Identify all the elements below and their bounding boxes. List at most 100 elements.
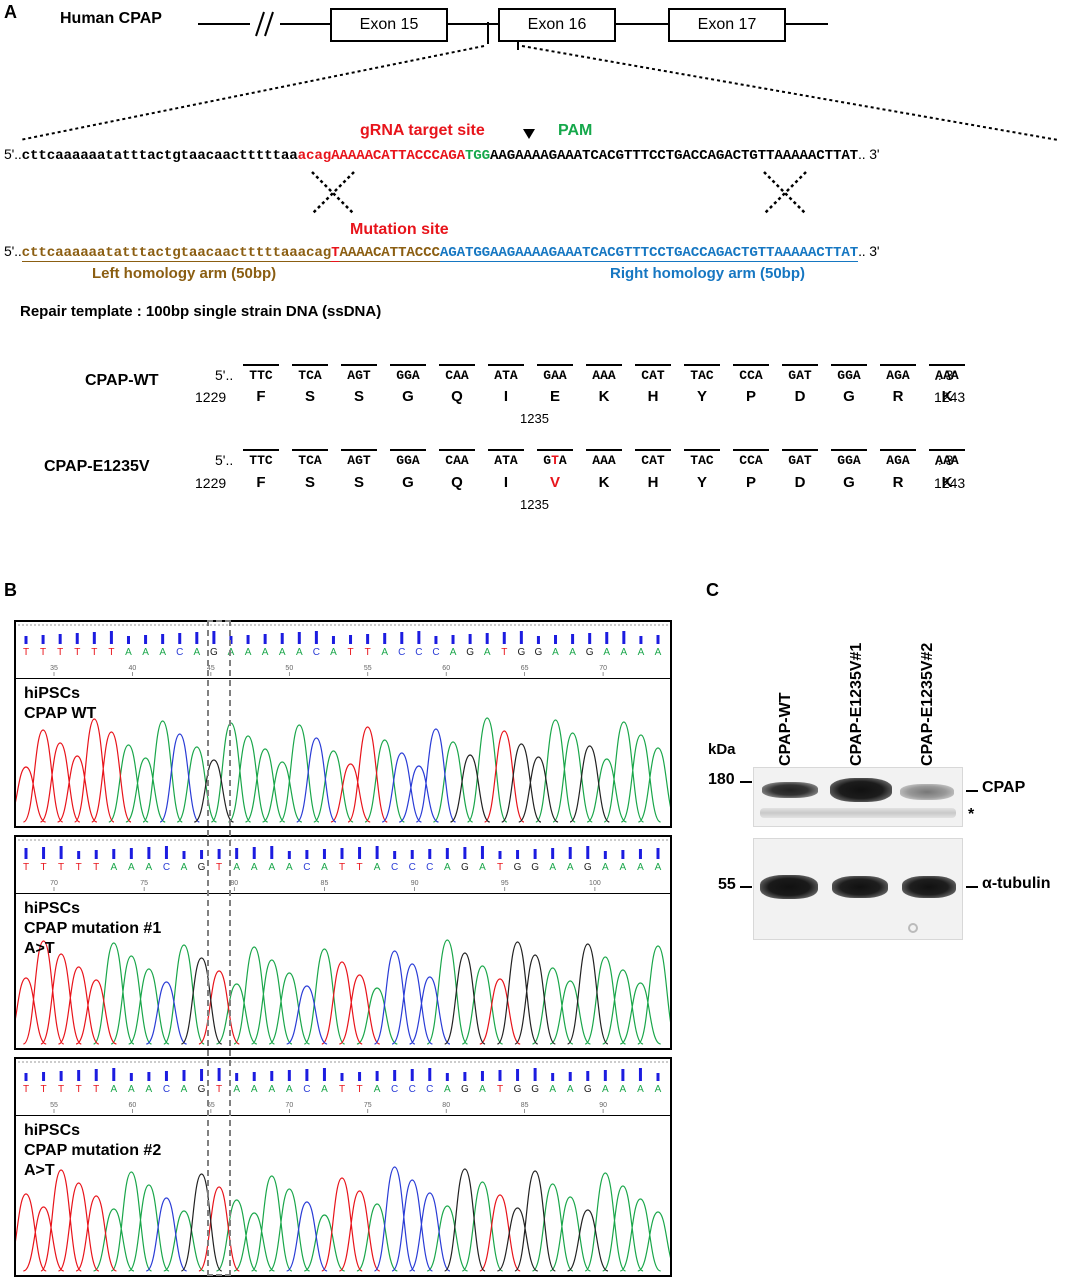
- quality-bar: [340, 1073, 344, 1081]
- mut-amino-acid: G: [843, 474, 855, 491]
- base-call: C: [409, 1084, 416, 1095]
- base-call: A: [620, 1084, 627, 1095]
- mut-codon-text: CAT: [641, 453, 665, 468]
- base-call: A: [128, 1084, 135, 1095]
- wt-codon: GGA: [388, 363, 428, 383]
- base-call: A: [279, 647, 286, 658]
- base-call: A: [549, 862, 556, 873]
- wt-codon-text: CCA: [739, 368, 763, 383]
- quality-bar: [280, 633, 284, 644]
- band-tubulin-wt: [760, 875, 818, 899]
- base-call: C: [426, 862, 433, 873]
- wt-amino-acid: E: [549, 388, 560, 405]
- left-arm-label: Left homology arm (50bp): [92, 265, 277, 282]
- mut-codon-text: CCA: [739, 453, 763, 468]
- base-call: G: [535, 647, 543, 658]
- quality-bar: [516, 850, 520, 859]
- mut-codon: TAC: [682, 448, 722, 468]
- kda-label: kDa: [708, 741, 736, 758]
- base-call: A: [444, 1084, 451, 1095]
- wt-codon-text: GAT: [788, 368, 812, 383]
- wt-codon: AGT: [339, 363, 379, 383]
- quality-bar: [554, 635, 558, 644]
- base-call: A: [655, 862, 662, 873]
- wt-codon-text: AGA: [886, 368, 910, 383]
- position-tick: 75: [140, 880, 148, 887]
- quality-bar: [586, 1071, 590, 1081]
- base-call: A: [110, 862, 117, 873]
- quality-bar: [588, 633, 592, 644]
- wt-codon: CAT: [633, 363, 673, 383]
- crossover-left-icon: [311, 171, 355, 215]
- mut-codon-text: TCA: [298, 453, 322, 468]
- base-call: A: [637, 862, 644, 873]
- quality-bar: [297, 632, 301, 644]
- genomic-sequence: 5'..cttcaaaaaatatttactgtaacaactttttaaaca…: [4, 146, 1065, 164]
- quality-bar: [502, 632, 506, 644]
- quality-bar: [445, 848, 449, 859]
- wt-codon-text: CAA: [445, 368, 469, 383]
- quality-bar: [358, 1072, 362, 1081]
- quality-bar: [358, 847, 362, 859]
- mut-codon: AAA: [927, 448, 967, 468]
- chromatogram-header: [16, 1059, 670, 1116]
- sample-label-line: CPAP WT: [24, 705, 97, 722]
- mut-codon-text: AGA: [886, 453, 910, 468]
- quality-bar: [410, 1069, 414, 1081]
- quality-bar: [235, 848, 239, 859]
- quality-bar: [551, 848, 555, 859]
- quality-bar: [605, 632, 609, 644]
- base-call: T: [58, 1084, 64, 1095]
- base-call: A: [381, 647, 388, 658]
- band-cpap-mut2: [900, 784, 954, 800]
- wt-amino-acid: Y: [696, 388, 707, 405]
- quality-bar: [24, 848, 28, 859]
- quality-bar: [568, 1072, 572, 1081]
- trace-peaks-c: [145, 950, 451, 1045]
- base-call: G: [210, 647, 218, 658]
- base-call: C: [415, 647, 422, 658]
- mut-amino-acid: K: [598, 474, 610, 491]
- quality-bar: [638, 849, 642, 859]
- base-call: T: [339, 1084, 345, 1095]
- trace-peaks-a: [93, 939, 670, 1045]
- quality-bar: [445, 1073, 449, 1081]
- base-call: G: [514, 1084, 522, 1095]
- quality-bar: [621, 850, 625, 859]
- tpl-mutation: T: [331, 245, 340, 262]
- base-call: A: [621, 647, 628, 658]
- tpl-left-arm: cttcaaaaaatatttactgtaacaactttttaaacag: [21, 245, 332, 262]
- quality-bar: [621, 1069, 625, 1081]
- base-call: G: [466, 647, 474, 658]
- quality-bar: [77, 851, 81, 859]
- mut-codon: GGA: [829, 448, 869, 468]
- quality-bar: [375, 1071, 379, 1081]
- trace-peaks-t: [16, 940, 521, 1045]
- quality-bar: [428, 849, 432, 859]
- base-call: G: [198, 862, 206, 873]
- quality-bar: [305, 850, 309, 859]
- mut-amino-acid: V: [549, 474, 560, 491]
- quality-bar: [463, 1072, 467, 1081]
- lane-label-mut2: CPAP-E1235V#2: [919, 642, 936, 766]
- quality-bar: [340, 848, 344, 859]
- base-call: T: [497, 1084, 503, 1095]
- wt-codon-text: AAA: [592, 368, 616, 383]
- base-call: A: [479, 862, 486, 873]
- quality-bar: [656, 848, 660, 859]
- sample-label-line: CPAP mutation #1: [24, 920, 162, 937]
- sample-label-line: CPAP mutation #2: [24, 1142, 162, 1159]
- base-call: A: [567, 1084, 574, 1095]
- mut-end-pos: 1243: [934, 475, 966, 491]
- base-call: T: [339, 862, 345, 873]
- mut-row-label: CPAP-E1235V: [44, 458, 150, 475]
- quality-bar: [331, 636, 335, 644]
- base-call: G: [586, 647, 594, 658]
- base-call: C: [303, 862, 310, 873]
- band-tubulin-mut2: [902, 876, 956, 898]
- quality-bar: [638, 1068, 642, 1081]
- mut-codon-text: GGA: [396, 453, 420, 468]
- quality-bar: [41, 635, 45, 644]
